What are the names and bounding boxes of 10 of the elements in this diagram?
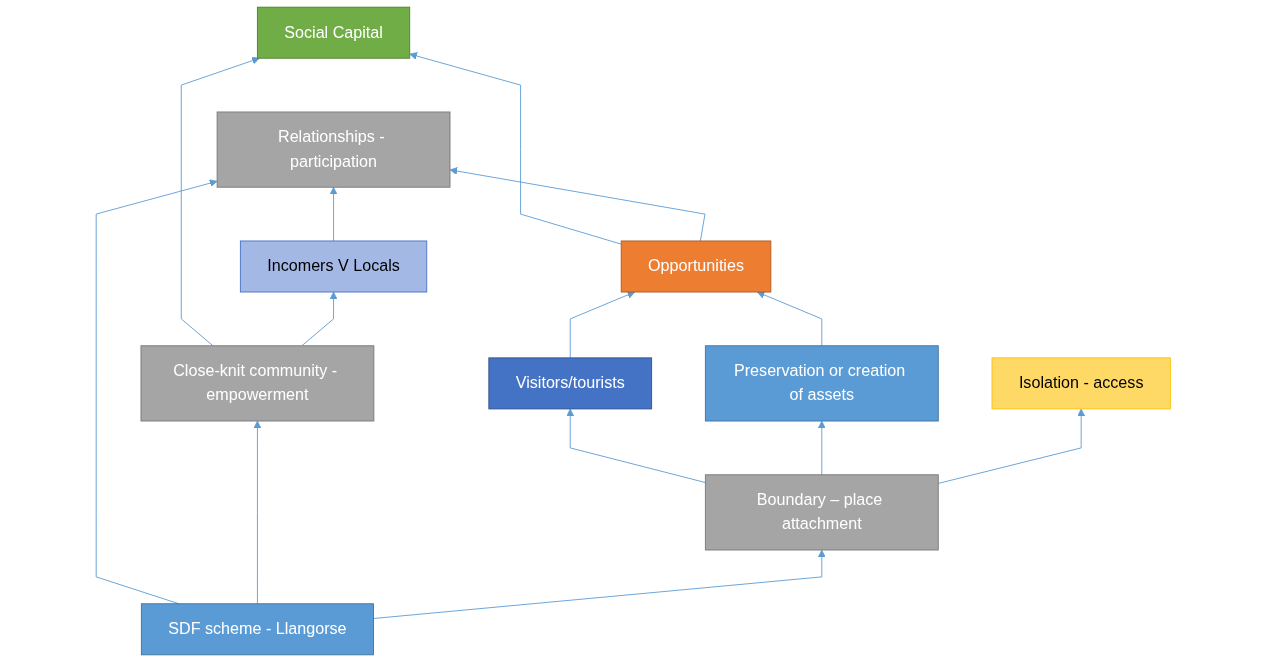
- node-box: SDF scheme - Llangorse: [141, 603, 375, 656]
- node-box: Isolation - access: [991, 357, 1172, 410]
- node-box: Boundary – place attachment: [705, 474, 939, 551]
- node-box: Close-knit community - empowerment: [140, 345, 375, 422]
- node-box: Social Capital: [257, 6, 411, 59]
- node-box: Preservation or creation of assets: [705, 345, 939, 422]
- node-box: Opportunities: [621, 240, 772, 293]
- node-box: Visitors/tourists: [488, 357, 653, 410]
- node-box: Incomers V Locals: [240, 240, 428, 293]
- node-box: Relationships - participation: [216, 111, 451, 188]
